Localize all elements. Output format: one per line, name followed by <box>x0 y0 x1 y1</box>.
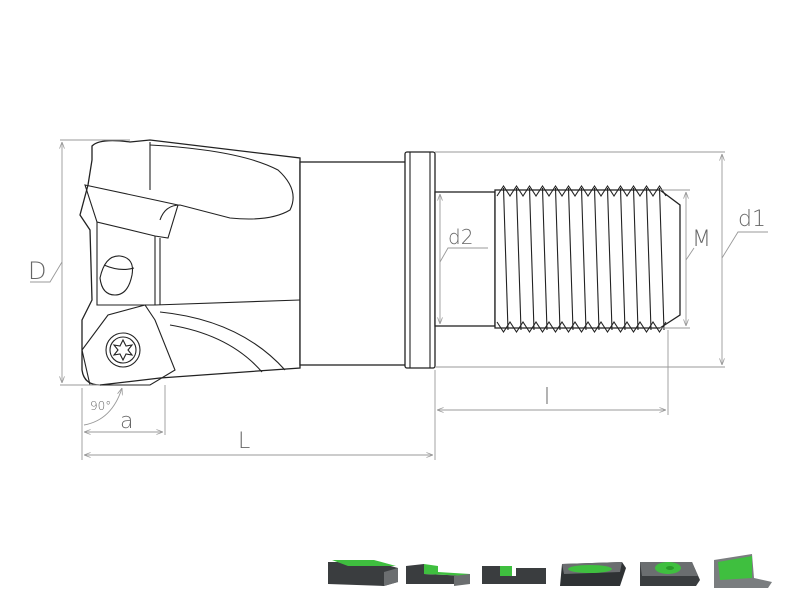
thread-crest <box>606 187 613 331</box>
label-d1: d1 <box>738 207 766 232</box>
thread-crest <box>554 187 561 331</box>
thread-crest <box>593 187 600 331</box>
thread-profile <box>496 320 667 334</box>
dimension-labels: D d2 M d1 l L a 90° <box>28 207 766 454</box>
thread-crest <box>567 187 574 331</box>
label-D: D <box>28 257 46 285</box>
label-l: l <box>544 385 550 410</box>
dimensions <box>30 139 768 460</box>
thread-crest <box>515 187 522 331</box>
thread-crest <box>580 187 587 331</box>
thread-profile <box>496 184 667 198</box>
tool-shank <box>299 151 681 369</box>
face-milling-icon <box>328 560 398 586</box>
cutter-head <box>79 139 301 386</box>
thread-crest <box>619 187 626 331</box>
thread-crest <box>541 187 548 331</box>
label-angle: 90° <box>90 399 111 413</box>
label-L: L <box>238 429 250 454</box>
operation-icons <box>328 554 772 588</box>
pocket-milling-icon <box>560 562 626 586</box>
shoulder-milling-icon <box>406 564 470 586</box>
label-M: M <box>692 227 711 252</box>
thread-crest <box>502 187 509 331</box>
thread-crest <box>645 187 652 331</box>
label-a: a <box>120 409 133 434</box>
slot-milling-icon <box>482 566 546 584</box>
circular-pocket-icon <box>640 562 700 586</box>
label-d2: d2 <box>448 225 473 249</box>
thread-crest <box>528 187 535 331</box>
thread-crest <box>658 187 665 331</box>
wall-milling-icon <box>714 554 772 588</box>
thread-crest <box>632 187 639 331</box>
